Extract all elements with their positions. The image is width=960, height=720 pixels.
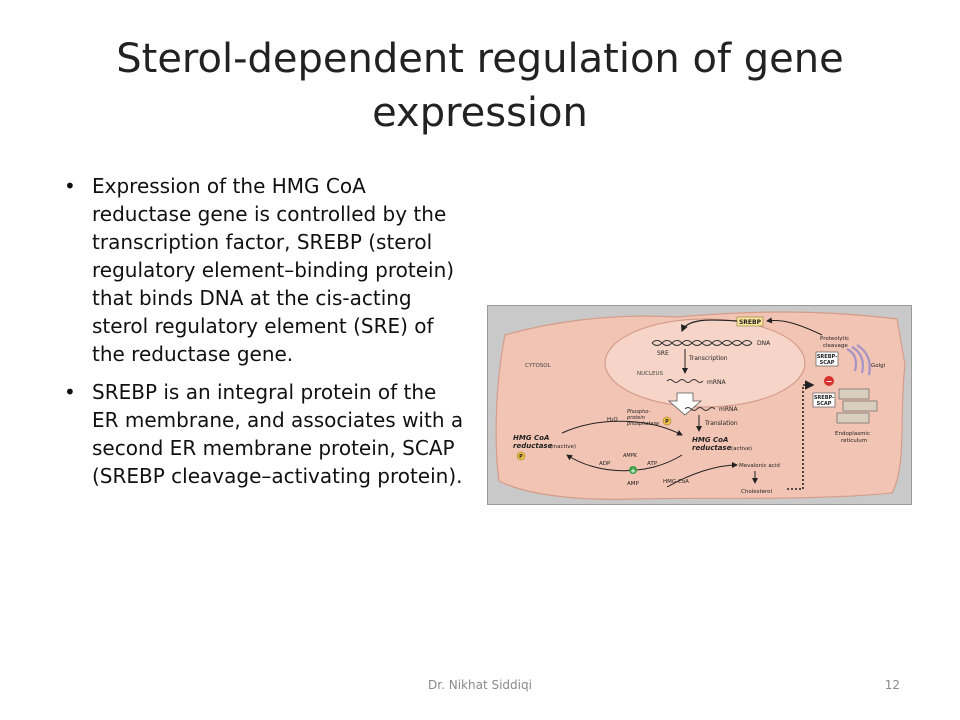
- bullet-list: Expression of the HMG CoA reductase gene…: [64, 172, 464, 500]
- er-label: reticulum: [841, 438, 867, 444]
- hmgcoa-label: HMG CoA: [663, 479, 689, 485]
- sre-label: SRE: [657, 350, 669, 357]
- nucleus-label: NUCLEUS: [637, 371, 664, 377]
- mrna-cytosol-label: mRNA: [719, 406, 739, 413]
- minus-symbol: −: [826, 377, 833, 386]
- reduction-arrow: [666, 462, 738, 488]
- adp-label: ADP: [599, 461, 611, 467]
- srebp-box: [736, 316, 764, 327]
- srebp-scap-er-label: SCAP: [817, 401, 832, 407]
- phosphatase-label: protein: [626, 415, 645, 421]
- srebp-scap-er-label: SREBP-: [814, 395, 834, 401]
- activation-icon: [629, 466, 637, 474]
- inhibition-icon: [824, 376, 834, 386]
- er-label: Endoplasmic: [835, 431, 870, 437]
- cholesterol-feedback-arrow: [787, 380, 815, 490]
- active-label: (active): [731, 446, 752, 452]
- cholesterol-label: Cholesterol: [741, 489, 773, 495]
- golgi-shape: [846, 344, 871, 376]
- hmg-active-label: reductase: [692, 444, 732, 452]
- srebp-scap-golgi-box: [815, 351, 839, 367]
- export-arrow: [667, 392, 703, 416]
- cleavage-label: cleavage: [823, 343, 848, 349]
- proteolytic-label: Proteolytic: [820, 336, 849, 342]
- slide-title: Sterol-dependent regulation of gene expr…: [116, 36, 844, 136]
- bullet-item: Expression of the HMG CoA reductase gene…: [64, 172, 464, 368]
- srebp-scap-er-box: [812, 392, 836, 408]
- water-label: H₂O: [607, 417, 618, 423]
- nucleus-shape: [604, 318, 806, 408]
- transcription-label: Transcription: [688, 355, 728, 362]
- mrna-nucleus-wave: [666, 379, 704, 383]
- amp-label: AMP: [627, 481, 640, 487]
- phosphatase-label: phosphatase: [626, 421, 659, 427]
- srebp-arrow: [680, 319, 738, 333]
- bullet-item: SREBP is an integral protein of the ER m…: [64, 378, 464, 490]
- srebp-label: SREBP: [739, 319, 762, 326]
- golgi-label: Golgi: [871, 363, 886, 369]
- proteolysis-arrow: [766, 317, 823, 336]
- cytosol-label: CYTOSOL: [525, 363, 552, 369]
- page-number: 12: [884, 678, 900, 692]
- dna-label: DNA: [757, 340, 771, 347]
- mevalonic-label: Mevalonic acid: [739, 463, 780, 469]
- ampk-label: AMPK: [622, 453, 638, 459]
- phosphate-icon: [516, 451, 526, 461]
- srebp-scap-golgi-label: SREBP-: [817, 354, 837, 360]
- mrna-cytosol-wave: [684, 407, 716, 411]
- plus-symbol: +: [630, 467, 636, 475]
- diagram-canvas: SREBP DNA SRE Transcription NUCLEUS mRNA…: [487, 305, 912, 505]
- phosphate-icon: [662, 416, 672, 426]
- er-shape: [836, 388, 878, 424]
- phosphate-label: P: [665, 419, 669, 425]
- hmg-active-label: HMG CoA: [692, 436, 728, 444]
- inactive-label: (inactive): [550, 444, 576, 450]
- mrna-nucleus-label: mRNA: [707, 379, 727, 386]
- phosphatase-label: Phospho-: [627, 409, 650, 415]
- hmg-inactive-label: HMG CoA: [513, 434, 549, 442]
- translation-label: Translation: [704, 420, 738, 427]
- srebp-scap-golgi-label: SCAP: [820, 360, 835, 366]
- atp-label: ATP: [647, 461, 658, 467]
- dna-strand: [651, 340, 753, 346]
- phosphorylation-arrow: [566, 454, 683, 472]
- footer-author: Dr. Nikhat Siddiqi: [428, 678, 532, 692]
- srebp-regulation-diagram: SREBP DNA SRE Transcription NUCLEUS mRNA…: [487, 305, 912, 505]
- phosphate-label: P: [519, 454, 523, 460]
- hmg-inactive-label: reductase: [513, 442, 553, 450]
- dephosphorylation-arrow: [561, 420, 683, 436]
